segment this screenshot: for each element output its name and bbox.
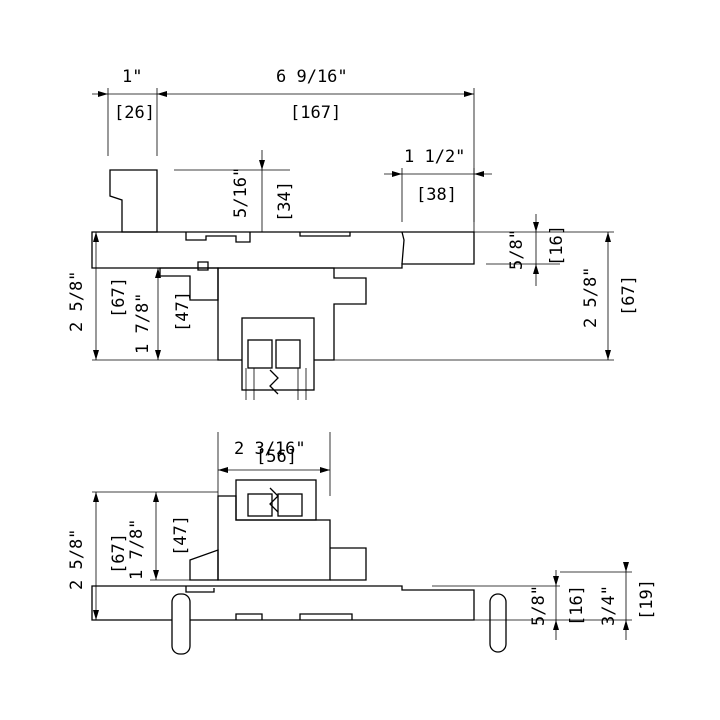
sill-foot-left — [171, 593, 191, 655]
glazing-bead — [277, 493, 303, 517]
glazing-bead — [247, 493, 273, 517]
glazing-frame — [241, 317, 315, 391]
dim-label-right-thickness-in: 5/8" — [507, 229, 527, 270]
dim-label-inner-height-in: 1 7/8" — [133, 293, 153, 354]
arrowhead — [153, 570, 159, 580]
arrowhead — [320, 467, 330, 473]
arrowhead — [157, 91, 167, 97]
frame-notch — [197, 261, 209, 271]
dim-label-height-right-in: 2 5/8" — [581, 267, 601, 328]
arrowhead — [553, 576, 559, 586]
sill-section — [91, 479, 560, 655]
arrowhead — [392, 171, 402, 177]
arrowhead — [218, 467, 228, 473]
dim-label-gap-width-mm: [56] — [256, 447, 297, 467]
break-line — [269, 369, 279, 395]
dim-label-overall-width-in: 6 9/16" — [276, 67, 348, 87]
dim-label-cap-height-mm: [34] — [275, 181, 295, 222]
dim-label-right-thickness-mm: [16] — [547, 225, 567, 266]
arrowhead — [605, 350, 611, 360]
dim-label-bottom-right-thickness-in: 5/8" — [529, 585, 549, 626]
head-kerf — [299, 232, 351, 237]
sill-foot-right — [489, 593, 507, 653]
arrowhead — [623, 562, 629, 572]
dim-label-bottom-right-thickness-mm: [16] — [567, 585, 587, 626]
arrowhead — [259, 160, 265, 170]
sill-groove — [185, 586, 215, 593]
dim-label-gap-width-in: 2 3/16" — [234, 439, 306, 459]
head-jamb — [91, 231, 475, 269]
head-joint — [401, 231, 405, 265]
arrowhead — [93, 350, 99, 360]
arrowhead — [605, 232, 611, 242]
glazing-frame-bottom — [235, 479, 317, 521]
arrowhead — [553, 620, 559, 630]
break-line — [269, 487, 279, 513]
dim-label-right-section-in: 1 1/2" — [404, 147, 465, 167]
arrowhead — [155, 268, 161, 278]
dim-label-bottom-inner-mm: [47] — [171, 515, 191, 556]
dim-label-bottom-step-in: 3/4" — [599, 585, 619, 626]
sill-stop-left — [189, 549, 219, 581]
arrowhead — [623, 620, 629, 630]
sill-jamb — [91, 585, 475, 621]
dim-label-right-section-mm: [38] — [416, 185, 457, 205]
sill-kerf — [235, 613, 263, 620]
dim-label-bottom-height-in: 2 5/8" — [67, 529, 87, 590]
middle-dimensions — [217, 432, 331, 496]
top-left-dimensions — [92, 231, 218, 361]
bottom-left-dimensions — [92, 491, 218, 621]
dim-label-bottom-step-mm: [19] — [637, 579, 657, 620]
dim-label-bottom-inner-in: 1 7/8" — [127, 519, 147, 580]
arrowhead — [533, 222, 539, 232]
arrowhead — [464, 91, 474, 97]
arrowhead — [533, 264, 539, 274]
dim-label-top-width-mm: [26] — [114, 103, 155, 123]
glazing-bead — [247, 339, 273, 369]
arrowhead — [93, 232, 99, 242]
arrowhead — [93, 610, 99, 620]
dim-label-height-left-in: 2 5/8" — [67, 271, 87, 332]
glazing-bead — [275, 339, 301, 369]
dim-label-height-left-mm: [67] — [109, 277, 129, 318]
dim-label-top-width-in: 1" — [122, 67, 142, 87]
glazing-top — [241, 317, 315, 400]
dim-label-inner-height-mm: [47] — [173, 291, 193, 332]
bottom-right-dimensions — [474, 562, 632, 640]
dim-label-height-right-mm: [67] — [619, 275, 639, 316]
dim-label-cap-height-in: 5/16" — [231, 167, 251, 218]
head-stop — [109, 169, 158, 233]
arrowhead — [474, 171, 484, 177]
arrowhead — [153, 492, 159, 502]
arrowhead — [93, 492, 99, 502]
sill-stop — [330, 547, 367, 581]
dim-label-overall-width-mm: [167] — [290, 103, 341, 123]
arrowhead — [155, 350, 161, 360]
sill-kerf — [299, 613, 353, 620]
dim-label-bottom-height-mm: [67] — [109, 533, 129, 574]
head-groove — [185, 232, 251, 243]
arrowhead — [98, 91, 108, 97]
top-right-dimensions — [334, 214, 614, 361]
